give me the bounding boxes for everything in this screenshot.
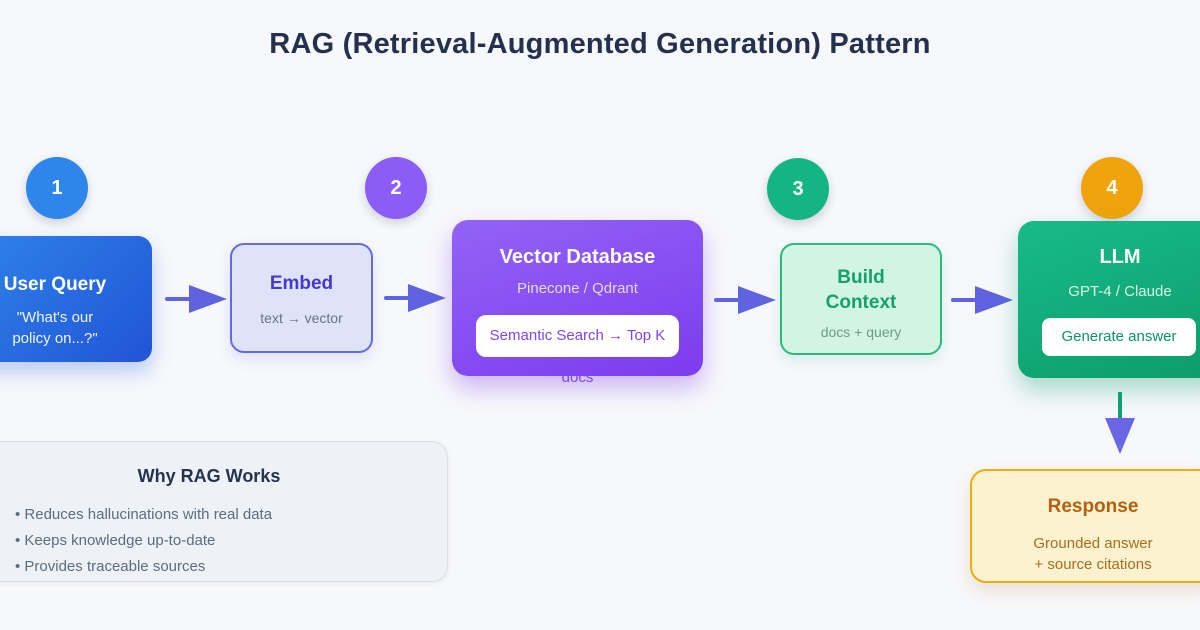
vector-database-title: Vector Database <box>499 246 656 268</box>
flow-arrow-2-icon <box>384 283 446 313</box>
response-subtitle-line2: + source citations <box>1034 556 1152 573</box>
build-context-subtitle: docs + query <box>820 324 902 340</box>
response-subtitle-line1: Grounded answer <box>1033 535 1153 552</box>
why-rag-works-list: • Reduces hallucinations with real data … <box>0 502 447 580</box>
build-context-title: Build Context <box>825 267 897 313</box>
generate-answer-pill: Generate answer <box>1042 318 1196 356</box>
arrow-shaft <box>165 297 195 301</box>
why-rag-works-title: Why RAG Works <box>137 466 281 486</box>
embed-node: Embed text → vector <box>230 243 373 353</box>
page-title: RAG (Retrieval-Augmented Generation) Pat… <box>269 28 931 60</box>
embed-title: Embed <box>269 273 334 294</box>
step-1-badge: 1 <box>26 157 88 219</box>
step-2-badge: 2 <box>365 157 427 219</box>
step-2-number: 2 <box>390 176 402 199</box>
flow-arrow-4-icon <box>951 285 1013 315</box>
arrow-head <box>408 284 446 312</box>
semantic-search-pill: Semantic Search → Top K docs <box>476 315 679 386</box>
user-query-title: User Query <box>3 274 107 295</box>
response-subtitle: Grounded answer + source citations <box>1033 533 1152 575</box>
user-query-subtitle: "What's our policy on...?" <box>12 307 97 349</box>
arrow-shaft <box>384 296 414 300</box>
arrow-shaft <box>951 298 981 302</box>
user-query-subtitle-line2: policy on...?" <box>12 330 98 347</box>
step-4-number: 4 <box>1106 176 1118 199</box>
user-query-subtitle-line1: "What's our <box>16 309 94 326</box>
llm-title: LLM <box>1099 246 1141 268</box>
user-query-node: User Query "What's our policy on...?" <box>0 236 152 362</box>
step-4-badge: 4 <box>1081 157 1143 219</box>
why-rag-bullet: • Keeps knowledge up-to-date <box>15 532 216 549</box>
llm-subtitle: GPT-4 / Claude <box>1068 283 1172 300</box>
step-1-number: 1 <box>51 176 63 199</box>
llm-node: LLM GPT-4 / Claude Generate answer <box>1018 221 1200 378</box>
arrow-head <box>738 286 776 314</box>
arrow-head <box>975 286 1013 314</box>
down-arrow-head <box>1105 418 1135 454</box>
step-3-badge: 3 <box>767 158 829 220</box>
vector-database-subtitle: Pinecone / Qdrant <box>517 280 638 297</box>
response-node: Response Grounded answer + source citati… <box>970 469 1200 583</box>
flow-arrow-1-icon <box>165 284 227 314</box>
why-rag-works-panel: Why RAG Works • Reduces hallucinations w… <box>0 441 448 582</box>
why-rag-bullet: • Provides traceable sources <box>15 558 206 575</box>
step-3-number: 3 <box>792 177 804 200</box>
down-arrow-icon <box>1104 392 1136 462</box>
arrow-shaft <box>714 298 744 302</box>
response-title: Response <box>1047 496 1139 517</box>
embed-subtitle: text → vector <box>260 310 343 326</box>
down-arrow-shaft <box>1118 392 1122 430</box>
build-context-node: Build Context docs + query <box>780 243 942 355</box>
arrow-head <box>189 285 227 313</box>
why-rag-bullet: • Reduces hallucinations with real data <box>15 506 273 523</box>
flow-arrow-3-icon <box>714 285 776 315</box>
vector-database-node: Vector Database Pinecone / Qdrant Semant… <box>452 220 703 386</box>
